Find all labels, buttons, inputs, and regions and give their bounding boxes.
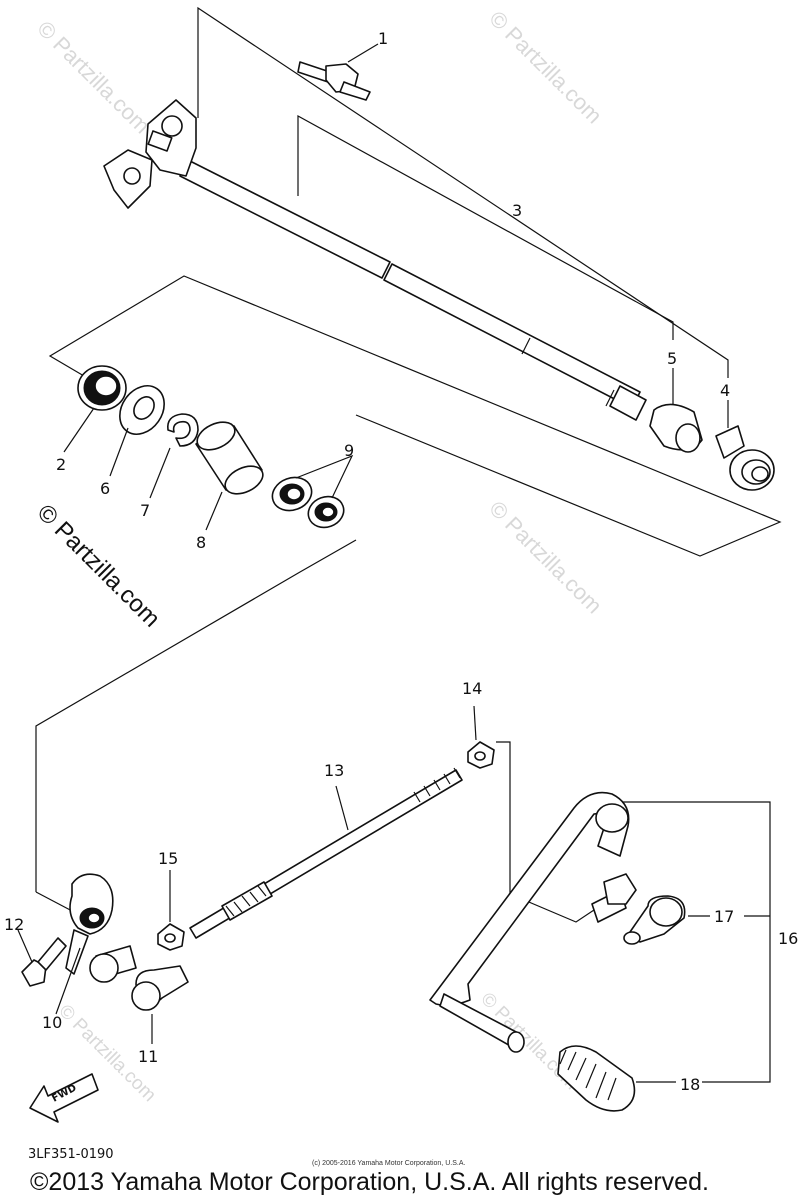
callout-10: 10 xyxy=(42,1013,62,1032)
watermark: © Partzilla.com xyxy=(484,496,607,619)
callout-3: 3 xyxy=(512,201,522,220)
shift-rod-13 xyxy=(189,767,463,939)
diagram-code: 3LF351-0190 xyxy=(28,1147,114,1162)
bracket-16 xyxy=(622,801,771,1083)
leader-bracket-3b xyxy=(297,114,674,340)
bolt-12 xyxy=(21,937,67,987)
leader-bracket-3 xyxy=(197,6,729,378)
shift-arm xyxy=(103,99,197,209)
joint-17 xyxy=(623,895,686,945)
link-line-arm xyxy=(35,891,75,913)
pedal-rubber-18 xyxy=(557,1045,636,1112)
nut-15 xyxy=(157,923,185,951)
leader-10 xyxy=(55,947,81,1015)
callout-2: 2 xyxy=(56,455,66,474)
watermark: © Partzilla.com xyxy=(32,16,155,139)
collar-5 xyxy=(649,403,703,453)
shift-lever-10 xyxy=(65,873,114,975)
nut-14 xyxy=(467,741,495,769)
small-copyright: (c) 2005-2016 Yamaha Motor Corporation, … xyxy=(312,1160,466,1167)
leader-6 xyxy=(109,427,129,477)
shift-pedal-16 xyxy=(429,791,630,1053)
collar-8 xyxy=(195,421,264,495)
callout-5: 5 xyxy=(667,349,677,368)
callout-13: 13 xyxy=(324,761,344,780)
assembly-link-line xyxy=(35,539,357,892)
callout-15: 15 xyxy=(158,849,178,868)
watermark: © Partzilla.com xyxy=(484,6,607,129)
leader-13 xyxy=(335,785,349,831)
leader-9 xyxy=(295,454,354,499)
callout-9: 9 xyxy=(344,441,354,460)
spring-4 xyxy=(715,425,775,491)
callout-11: 11 xyxy=(138,1047,158,1066)
callout-18: 18 xyxy=(680,1075,700,1094)
callout-12: 12 xyxy=(4,915,24,934)
oil-seal-2 xyxy=(77,365,127,411)
leader-8 xyxy=(205,491,223,531)
shift-shaft xyxy=(179,159,647,421)
callout-1: 1 xyxy=(378,29,388,48)
pivot-bolt xyxy=(591,873,637,923)
leader-2 xyxy=(63,407,95,453)
callout-16: 16 xyxy=(778,929,798,948)
copyright-notice: ©2013 Yamaha Motor Corporation, U.S.A. A… xyxy=(30,1168,709,1196)
joint-11 xyxy=(131,965,189,1011)
callout-4: 4 xyxy=(720,381,730,400)
leader-7 xyxy=(149,447,171,499)
callout-17: 17 xyxy=(714,907,734,926)
leader-12 xyxy=(17,929,33,963)
leader-1 xyxy=(347,43,379,63)
seal-9b xyxy=(307,495,345,529)
fwd-arrow-icon: FWD xyxy=(29,1073,99,1123)
callout-7: 7 xyxy=(140,501,150,520)
callout-8: 8 xyxy=(196,533,206,552)
assembly-box xyxy=(48,275,782,557)
seal-9a xyxy=(271,476,313,512)
bolt-1 xyxy=(297,61,371,101)
ball-joint-a xyxy=(89,945,137,983)
callout-14: 14 xyxy=(462,679,482,698)
circlip-7 xyxy=(166,413,199,447)
callout-6: 6 xyxy=(100,479,110,498)
leader-14 xyxy=(473,705,477,741)
